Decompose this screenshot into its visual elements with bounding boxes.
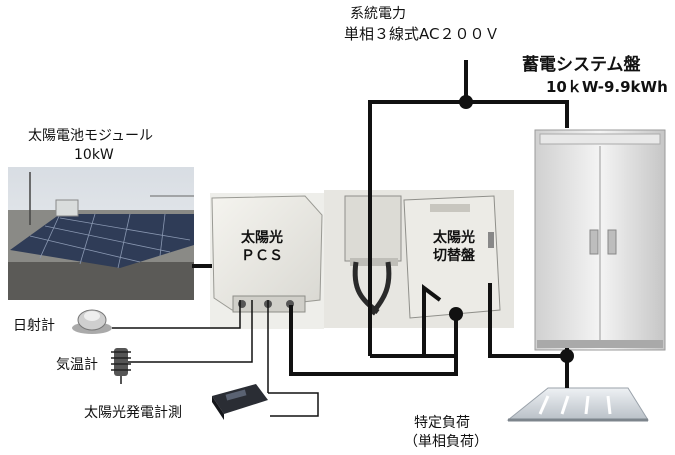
thermometer-photo [111, 348, 131, 384]
meter-photo [212, 384, 268, 420]
switch-label-line1: 太陽光 [433, 229, 475, 246]
thermometer-label: 気温計 [56, 357, 98, 373]
meter-label: 太陽光発電計測 [84, 405, 182, 421]
pcs-photo [210, 193, 324, 329]
switch-label-line2: 切替盤 [433, 247, 476, 264]
storage-title: 蓄電システム盤 [522, 55, 641, 75]
junction-grid [459, 95, 473, 109]
signal-wiring [112, 300, 319, 417]
load-label-line1: 特定負荷 [414, 415, 470, 431]
grid-label-line2: 単相３線式AC２００Ｖ [344, 25, 500, 43]
junction-load [560, 349, 574, 363]
pyranometer-label: 日射計 [13, 318, 55, 334]
solar-panel-photo [8, 167, 194, 300]
junction-switch [449, 307, 463, 321]
load-label-line2: （単相負荷） [404, 434, 488, 450]
pyranometer-photo [72, 309, 112, 334]
switch-panel-photo [324, 190, 514, 328]
load-lamp-photo [506, 387, 649, 422]
grid-label-line1: 系統電力 [350, 6, 406, 22]
pcs-label-line2: ＰＣＳ [241, 248, 283, 264]
storage-cabinet-photo [534, 129, 666, 351]
pcs-label-line1: 太陽光 [241, 229, 283, 246]
solar-module-title: 太陽電池モジュール [28, 128, 154, 144]
solar-module-capacity: 10kW [74, 147, 114, 163]
storage-capacity: 10ｋW-9.9kWh [546, 78, 668, 96]
